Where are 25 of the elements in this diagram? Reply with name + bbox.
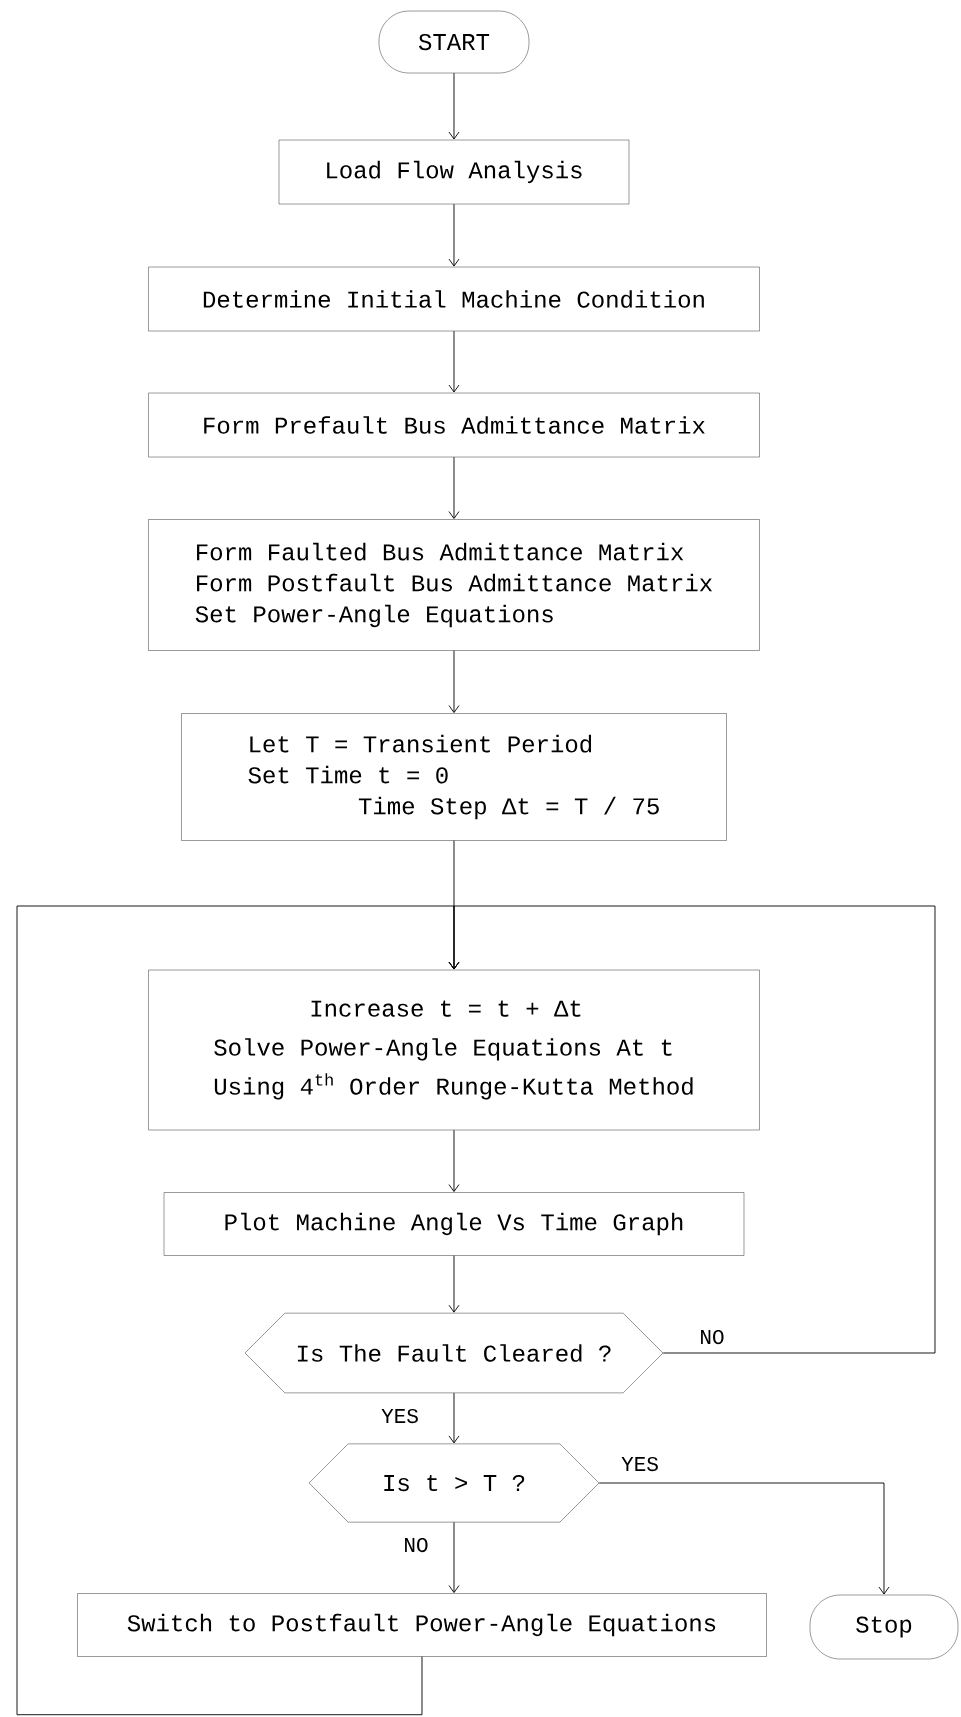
edge-label: NO [698, 1328, 726, 1346]
decision-hexagon: Is t > T ? [308, 1443, 600, 1523]
edge-label: YES [620, 1455, 660, 1473]
arrow [448, 1392, 460, 1444]
process-box: Let T = Transient Period Set Time t = 0 Time Step Δt = T / 75 [181, 713, 727, 841]
arrow [448, 456, 460, 519]
process-box: Plot Machine Angle Vs Time Graph [163, 1192, 745, 1256]
edge-label: YES [380, 1407, 420, 1425]
arrow [448, 650, 460, 713]
process-box: Form Prefault Bus Admittance Matrix [148, 392, 760, 458]
process-box: Switch to Postfault Power-Angle Equations [77, 1593, 767, 1657]
arrow [448, 203, 460, 267]
process-box: Determine Initial Machine Condition [148, 266, 760, 332]
arrow [598, 1482, 890, 1595]
arrow [448, 330, 460, 393]
arrow [16, 905, 460, 1716]
decision-hexagon: Is The Fault Cleared ? [244, 1312, 664, 1394]
edge-label: NO [402, 1536, 430, 1554]
arrow [448, 1521, 460, 1593]
process-box: Load Flow Analysis [278, 139, 630, 205]
arrow [448, 1255, 460, 1313]
process-box: Increase t = t + Δt Solve Power-Angle Equations At t Using 4$^{th}$ Order Runge-Kutta Method [148, 969, 760, 1131]
process-box: Form Faulted Bus Admittance Matrix Form Postfault Bus Admittance Matrix Set Power-Angle Equations [148, 519, 760, 651]
arrow [448, 72, 460, 140]
arrow [448, 1129, 460, 1192]
